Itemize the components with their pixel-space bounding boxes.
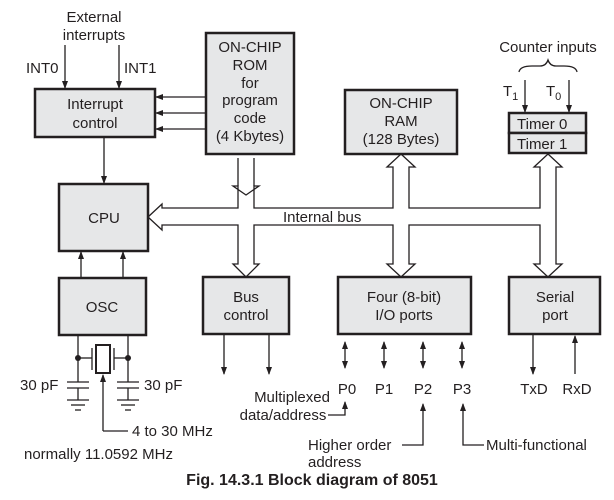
port-p0-label: P0 bbox=[338, 381, 356, 398]
bus-control-label-1: Bus bbox=[233, 289, 259, 306]
cap-right-label: 30 pF bbox=[144, 377, 182, 394]
rom-block bbox=[204, 31, 296, 156]
serial-port-label-2: port bbox=[542, 307, 569, 324]
rxd-label: RxD bbox=[562, 381, 591, 398]
timer1-block bbox=[507, 131, 588, 155]
external-interrupts-label-1: External bbox=[66, 9, 121, 26]
t0-letter: T bbox=[546, 83, 555, 100]
txd-label: TxD bbox=[520, 381, 548, 398]
multi-functional-label: Multi-functional bbox=[486, 437, 587, 454]
interrupt-control-label-2: control bbox=[72, 115, 117, 132]
interrupt-control-block bbox=[33, 87, 157, 139]
serial-port-label-1: Serial bbox=[536, 289, 574, 306]
port-p2-label: P2 bbox=[414, 381, 432, 398]
cpu-label: CPU bbox=[88, 210, 120, 227]
io-ports-label-2: I/O ports bbox=[375, 307, 433, 324]
p2-higher-order-pointer bbox=[402, 403, 426, 446]
rom-label-3: for bbox=[241, 75, 259, 92]
bus-control-label-2: control bbox=[223, 307, 268, 324]
figure-caption: Fig. 14.3.1 Block diagram of 8051 bbox=[186, 472, 438, 489]
internal-bus bbox=[147, 153, 564, 278]
crystal-normal-label: normally 11.0592 MHz bbox=[24, 446, 173, 463]
timer1-label: Timer 1 bbox=[517, 136, 567, 153]
internal-bus-outline bbox=[147, 153, 564, 278]
higher-order-label-2: address bbox=[308, 454, 361, 471]
osc-block bbox=[57, 276, 148, 337]
multiplexed-label-2: data/address bbox=[240, 407, 327, 424]
t1-letter: T bbox=[503, 83, 512, 100]
t1-label: T1 bbox=[503, 83, 518, 103]
multiplexed-label-1: Multiplexed bbox=[254, 389, 330, 406]
ram-label-1: ON-CHIP bbox=[369, 95, 432, 112]
ram-block bbox=[343, 88, 459, 156]
int1-label: INT1 bbox=[124, 60, 157, 77]
rom-label-4: program bbox=[222, 92, 278, 109]
io-ports-block bbox=[336, 275, 473, 336]
bus-control-block bbox=[201, 275, 291, 336]
crystal-circuit bbox=[67, 335, 139, 432]
rom-label-2: ROM bbox=[233, 57, 268, 74]
rom-label-6: (4 Kbytes) bbox=[216, 128, 284, 145]
interrupt-control-label-1: Interrupt bbox=[67, 96, 124, 113]
port-p3-label: P3 bbox=[453, 381, 471, 398]
timer0-label: Timer 0 bbox=[517, 116, 567, 133]
counter-inputs-brace bbox=[518, 57, 578, 73]
counter-inputs-label: Counter inputs bbox=[499, 39, 597, 56]
t1-subscript: 1 bbox=[512, 91, 518, 103]
io-ports-label-1: Four (8-bit) bbox=[367, 289, 441, 306]
rom-label-5: code bbox=[234, 110, 267, 127]
ram-label-2: RAM bbox=[384, 113, 417, 130]
crystal-icon bbox=[95, 344, 111, 374]
int0-label: INT0 bbox=[26, 60, 59, 77]
internal-bus-label: Internal bus bbox=[283, 209, 361, 226]
t0-label: T0 bbox=[546, 83, 561, 103]
osc-label: OSC bbox=[86, 299, 119, 316]
rom-label-1: ON-CHIP bbox=[218, 39, 281, 56]
p0-multiplexed-pointer bbox=[328, 401, 348, 416]
cap-left-label: 30 pF bbox=[20, 377, 58, 394]
serial-port-block bbox=[507, 275, 602, 336]
cpu-block bbox=[57, 182, 150, 253]
t0-subscript: 0 bbox=[555, 91, 561, 103]
crystal-range-label: 4 to 30 MHz bbox=[132, 423, 213, 440]
higher-order-label-1: Higher order bbox=[308, 437, 391, 454]
ram-label-3: (128 Bytes) bbox=[363, 131, 440, 148]
external-interrupts-label-2: interrupts bbox=[63, 27, 126, 44]
port-p1-label: P1 bbox=[375, 381, 393, 398]
p3-multifunctional-pointer bbox=[460, 403, 484, 446]
